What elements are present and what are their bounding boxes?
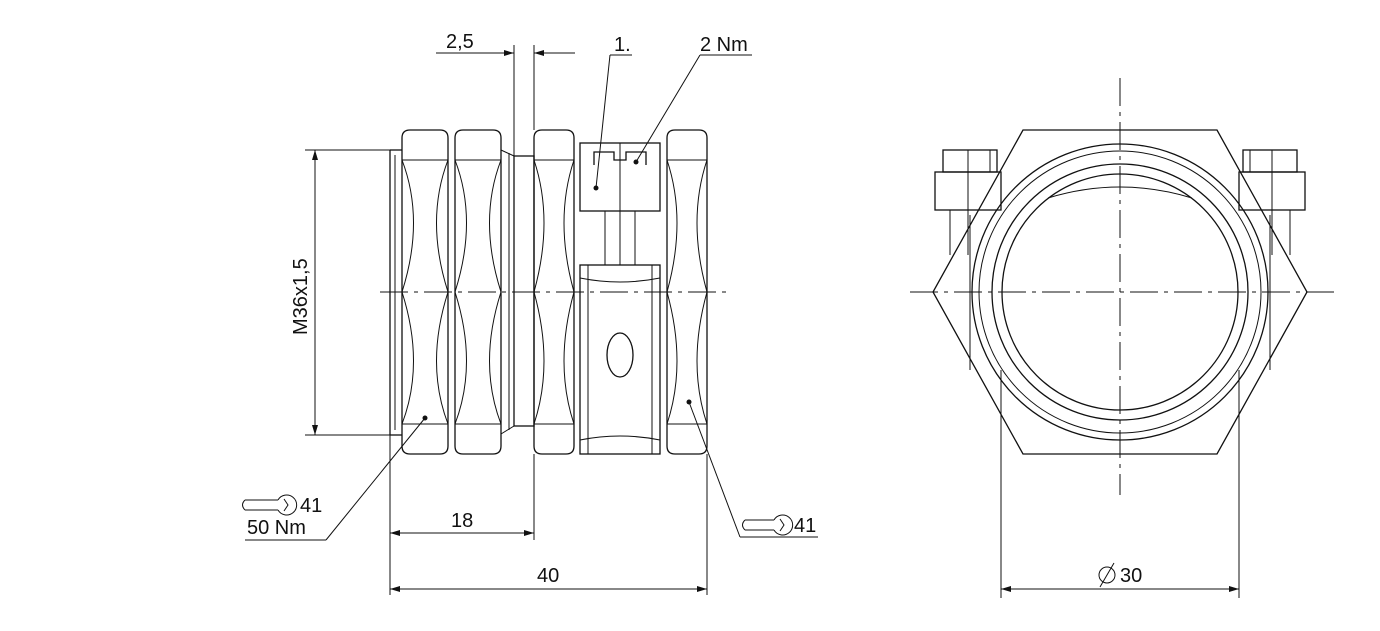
callout-step-label: 1. bbox=[614, 34, 631, 56]
callout-right-wrench: 41 bbox=[686, 399, 818, 538]
dim-length-18-label: 18 bbox=[451, 510, 473, 532]
diameter-symbol-icon bbox=[1098, 562, 1116, 588]
hex-outline bbox=[932, 129, 1308, 455]
inner-ring bbox=[991, 163, 1249, 421]
side-view: 2,5 1. 2 Nm M36x1,5 bbox=[242, 31, 818, 595]
sensor-body bbox=[579, 264, 661, 455]
dim-thickness-label: 2,5 bbox=[446, 31, 474, 53]
dim-length-18: 18 bbox=[389, 435, 535, 595]
clamp-block bbox=[579, 142, 661, 265]
sensing-face bbox=[1001, 173, 1239, 411]
dim-thickness: 2,5 bbox=[436, 31, 575, 156]
callout-left-wrench: 41 50 Nm bbox=[242, 415, 428, 541]
dim-diameter-label: 30 bbox=[1120, 565, 1142, 587]
wrench-icon bbox=[742, 514, 794, 536]
wrench-right-size: 41 bbox=[794, 515, 816, 537]
nut-right bbox=[666, 129, 708, 455]
callout-torque-small: 2 Nm bbox=[635, 34, 752, 163]
callout-step: 1. bbox=[595, 34, 632, 189]
thread-body bbox=[389, 149, 402, 436]
outer-ring bbox=[971, 143, 1269, 441]
nut-middle bbox=[533, 129, 575, 455]
thread-ring bbox=[978, 150, 1262, 434]
nut-left-1 bbox=[401, 129, 449, 455]
dim-length-40: 40 bbox=[390, 454, 708, 595]
nut-left-2 bbox=[454, 129, 502, 455]
wrench-icon bbox=[242, 494, 298, 516]
dim-thread: M36x1,5 bbox=[290, 149, 390, 436]
torque-left-label: 50 Nm bbox=[247, 517, 306, 539]
dim-thread-label: M36x1,5 bbox=[290, 258, 312, 335]
clamp-screw-right bbox=[1238, 149, 1306, 255]
dim-diameter: 30 bbox=[1000, 370, 1240, 598]
callout-torque-small-label: 2 Nm bbox=[700, 34, 748, 56]
dim-length-40-label: 40 bbox=[537, 565, 559, 587]
front-view: 30 bbox=[910, 78, 1335, 598]
clamp-screw-left bbox=[934, 149, 1002, 255]
wrench-left-size: 41 bbox=[300, 495, 322, 517]
face-arc bbox=[1047, 186, 1193, 199]
